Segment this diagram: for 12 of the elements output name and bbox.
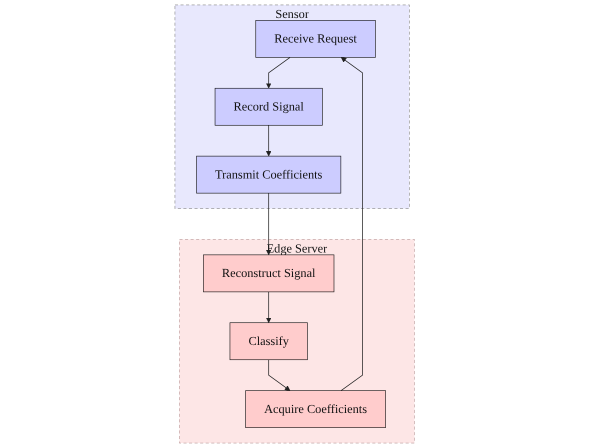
node-box: Receive Request: [255, 20, 376, 58]
node-box: Transmit Coefficients: [196, 156, 341, 194]
arrow: [266, 192, 272, 256]
node-box: Reconstruct Signal: [202, 254, 334, 292]
node-box: Classify: [229, 322, 308, 360]
arrow: [266, 57, 290, 88]
arrow: [266, 124, 272, 156]
arrow: [268, 359, 290, 391]
node-box: Record Signal: [214, 88, 322, 126]
node-box: Acquire Coefficients: [245, 390, 386, 428]
arrow: [266, 292, 272, 323]
arrow: [340, 57, 363, 391]
